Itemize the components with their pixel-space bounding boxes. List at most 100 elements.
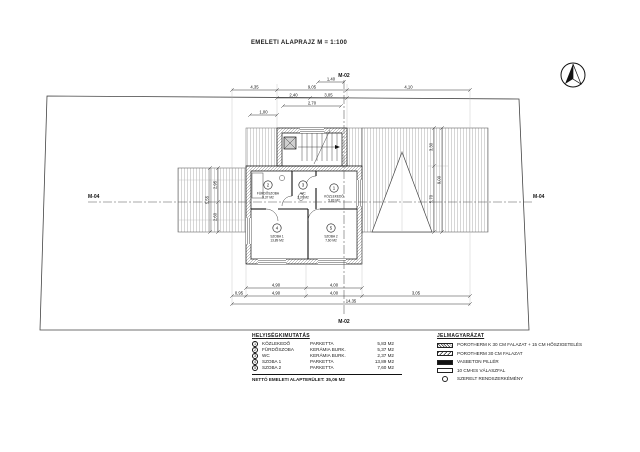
dimension-chain: 3,305,70 bbox=[428, 126, 436, 234]
bath-fixtures bbox=[251, 172, 304, 201]
dimension-chain: 1,00 bbox=[248, 110, 279, 117]
schedule-room-number: 2 bbox=[252, 347, 258, 353]
room-number-circle bbox=[329, 183, 339, 193]
room-number-circle bbox=[326, 223, 336, 233]
dimension-chain: 4,90 4,00 bbox=[244, 283, 364, 290]
dimension-label: 0,95 bbox=[235, 291, 244, 296]
room-name: SZOBA 1 bbox=[270, 235, 284, 239]
dimension-label: 9,00 bbox=[436, 175, 441, 184]
dimension-label: 2,40 bbox=[289, 93, 298, 98]
schedule-room-finish: PARKETTA bbox=[310, 341, 334, 346]
schedule-row: 4 SZOBA 1 PARKETTA 13,89 M2 bbox=[252, 359, 402, 365]
dimension-chain: 1,40 bbox=[316, 77, 346, 84]
dimension-label: 3,05 bbox=[412, 291, 421, 296]
dimension-label: 4,90 bbox=[272, 291, 281, 296]
dimension-label: 2,95 bbox=[212, 180, 217, 189]
room-area: 13,89 M2 bbox=[270, 239, 284, 243]
legend-label: POROTHERM 30 CM FALAZAT bbox=[457, 350, 523, 356]
dimension-label: 4,35 bbox=[250, 85, 259, 90]
schedule-room-name: WC bbox=[262, 353, 270, 358]
schedule-room-area: 5,83 M2 bbox=[377, 341, 394, 346]
legend-item: VASBETON PILLÉR bbox=[437, 359, 607, 365]
dimension-label: 2,70 bbox=[308, 101, 317, 106]
room-name: WC bbox=[300, 192, 306, 196]
porotherm-symbol bbox=[437, 351, 453, 357]
schedule-room-finish: PARKETTA bbox=[310, 359, 334, 364]
room-area: 5,83 M2 bbox=[328, 199, 340, 203]
room-number: 4 bbox=[276, 226, 279, 231]
dimension-chain: 0,95 4,90 4,00 3,05 bbox=[230, 291, 472, 298]
dimension-chain: 2,70 bbox=[281, 101, 343, 108]
room-schedule-total: NETTÓ EMELETI ALAPTERÜLET: 35,06 M2 bbox=[252, 374, 402, 383]
dimension-label: 1,00 bbox=[259, 110, 268, 115]
roof-plane-left bbox=[177, 167, 247, 233]
legend-item: POROTHERM K 30 CM FALAZAT + 15 CM HŐSZIG… bbox=[437, 342, 607, 348]
dimension-label: 14,35 bbox=[346, 299, 357, 304]
schedule-room-area: 5,37 M2 bbox=[377, 347, 394, 352]
chimney-symbol bbox=[442, 376, 448, 383]
dimension-label: 2,60 bbox=[212, 212, 217, 221]
dimension-label: 4,10 bbox=[404, 85, 413, 90]
legend-item: SZERELT RENDSZERKÉMÉNY bbox=[437, 376, 607, 383]
schedule-room-number: 5 bbox=[252, 365, 258, 371]
dimension-label: 4,00 bbox=[330, 291, 339, 296]
schedule-room-finish: KERÁMIA BURK. bbox=[310, 353, 346, 358]
section-marker-m04-left: M-04 bbox=[88, 194, 100, 200]
room-number: 3 bbox=[302, 183, 305, 188]
room-name: SZOBA 2 bbox=[324, 235, 338, 239]
dimension-chain: 9,00 bbox=[436, 126, 444, 234]
schedule-room-number: 4 bbox=[252, 359, 258, 365]
schedule-room-area: 7,60 M2 bbox=[377, 365, 394, 370]
schedule-room-finish: PARKETTA bbox=[310, 365, 334, 370]
dimension-label: 4,00 bbox=[330, 283, 339, 288]
room-area: 2,37 M2 bbox=[297, 196, 309, 200]
interior-partitions bbox=[251, 171, 357, 259]
schedule-room-area: 2,37 M2 bbox=[377, 353, 394, 358]
schedule-room-number: 3 bbox=[252, 353, 258, 359]
section-marker-m02-bottom: M-02 bbox=[338, 319, 350, 325]
schedule-room-area: 13,89 M2 bbox=[374, 359, 394, 364]
schedule-room-name: SZOBA 2 bbox=[262, 365, 282, 370]
legend-title: JELMAGYARÁZAT bbox=[437, 333, 485, 339]
schedule-row: 2 FÜRDŐSZOBA KERÁMIA BURK. 5,37 M2 bbox=[252, 347, 402, 353]
dimension-label: 5,55 bbox=[204, 195, 209, 204]
room-name: KÖZLEKEDŐ bbox=[324, 194, 344, 199]
room-schedule-title: HELYISÉGKIMUTATÁS bbox=[252, 333, 310, 339]
schedule-room-name: SZOBA 1 bbox=[262, 359, 282, 364]
legend-item: POROTHERM 30 CM FALAZAT bbox=[437, 351, 607, 357]
legend-label: 10 CM-ES VÁLASZFAL bbox=[457, 367, 506, 373]
legend-label: SZERELT RENDSZERKÉMÉNY bbox=[457, 376, 524, 382]
room-number-circle bbox=[263, 180, 273, 190]
room-number: 1 bbox=[333, 186, 336, 191]
concrete-symbol bbox=[437, 359, 453, 365]
dimension-label: 4,90 bbox=[272, 283, 281, 288]
plot-boundary bbox=[39, 95, 530, 331]
section-marker-m04-right: M-04 bbox=[533, 194, 545, 200]
roof-plane-top-right bbox=[346, 127, 363, 167]
schedule-room-number: 1 bbox=[252, 341, 258, 347]
staircase bbox=[298, 129, 340, 165]
legend-label: VASBETON PILLÉR bbox=[457, 359, 499, 365]
schedule-room-name: FÜRDŐSZOBA bbox=[262, 347, 294, 352]
stair-direction-arrow bbox=[335, 145, 340, 149]
dimension-label: 1,40 bbox=[327, 77, 336, 82]
legend-label: POROTHERM K 30 CM FALAZAT + 15 CM HŐSZIG… bbox=[457, 342, 583, 347]
room-number: 5 bbox=[330, 226, 333, 231]
schedule-room-finish: KERÁMIA BURK. bbox=[310, 347, 346, 352]
roof-hatching bbox=[177, 127, 489, 233]
legend: JELMAGYARÁZAT POROTHERM K 30 CM FALAZAT … bbox=[437, 333, 607, 385]
dimension-label: 9,05 bbox=[308, 85, 317, 90]
dimension-chain: 4,35 9,05 4,10 bbox=[230, 85, 472, 92]
